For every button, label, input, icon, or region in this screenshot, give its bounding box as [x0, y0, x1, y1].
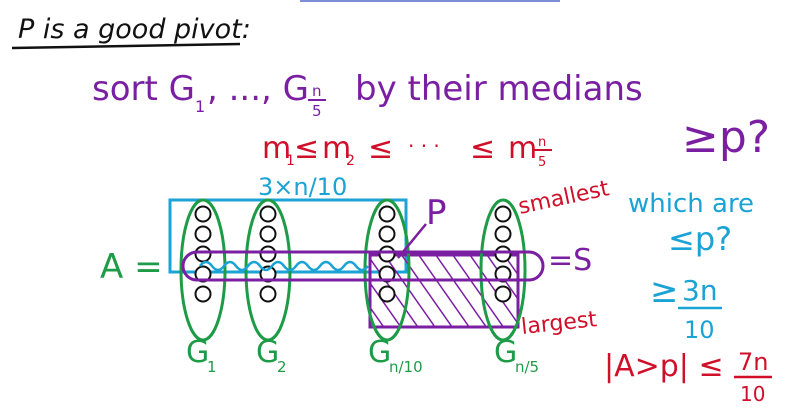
geq-num: 3n — [682, 274, 718, 307]
pivot-arrow — [397, 223, 427, 259]
set-label: =S — [548, 243, 592, 278]
group-element — [378, 225, 396, 243]
question-geq-p: ≥p? — [682, 112, 770, 163]
geq-fraction: ≥ 3n 10 — [650, 271, 722, 344]
sort-prefix: sort G — [92, 69, 195, 109]
sort-suffix: by their medians — [355, 69, 643, 109]
median-element — [194, 245, 212, 263]
median-leq-2: ≤ — [368, 131, 393, 166]
median-sub1: 1 — [286, 153, 295, 169]
group-element — [494, 205, 512, 223]
median-squiggle — [199, 260, 369, 272]
smallest-label: smallest — [516, 176, 612, 220]
sort-middle: , ..., G — [207, 69, 309, 109]
group-element — [378, 205, 396, 223]
median-last-den: 5 — [538, 155, 546, 170]
median-dots: · · · — [408, 134, 440, 158]
sort-sub1: 1 — [195, 97, 205, 116]
group-label-4: G — [494, 335, 517, 370]
geq-den: 10 — [684, 316, 715, 344]
median-chain: m 1 ≤ m 2 ≤ · · · ≤ m n 5 — [262, 131, 552, 170]
median-element — [259, 245, 277, 263]
array-label: A = — [100, 247, 163, 287]
median-element — [494, 245, 512, 263]
median-last-num: n — [538, 135, 546, 150]
geq-symbol: ≥ — [650, 271, 679, 311]
sort-sub-den: 5 — [312, 102, 322, 120]
groups — [179, 198, 527, 342]
group-element — [194, 225, 212, 243]
largest-label: largest — [520, 307, 598, 340]
group-ellipse-4 — [479, 198, 527, 342]
group-label-3-sub: n/10 — [389, 358, 423, 376]
group-label-2: G — [256, 335, 279, 370]
group-element — [378, 285, 396, 303]
group-element — [259, 225, 277, 243]
group-ellipse-1 — [179, 198, 227, 342]
median-element — [378, 245, 396, 263]
leq-p-question: ≤p? — [668, 220, 732, 258]
count-label: 3×n/10 — [258, 173, 347, 201]
sort-line: sort G 1 , ..., G n 5 by their medians — [92, 69, 643, 120]
bound-den: 10 — [740, 382, 765, 406]
bound-num: 7n — [738, 348, 768, 376]
group-element — [494, 285, 512, 303]
median-sub2: 2 — [346, 153, 355, 169]
heading: P is a good pivot: — [18, 14, 251, 45]
group-element — [259, 285, 277, 303]
median-row-band — [181, 250, 545, 282]
median-leq-1: ≤ — [294, 131, 319, 166]
pivot-label: P — [426, 193, 447, 233]
bound-text: |A>p| ≤ — [604, 349, 724, 384]
group-label-1-sub: 1 — [207, 358, 217, 376]
sort-sub-num: n — [312, 82, 322, 100]
median-m2: m — [322, 131, 351, 166]
group-element — [259, 205, 277, 223]
group-element — [194, 205, 212, 223]
group-label-2-sub: 2 — [277, 358, 287, 376]
median-mlast: m — [508, 131, 537, 166]
group-label-4-sub: n/5 — [515, 358, 539, 376]
median-m1: m — [262, 131, 291, 166]
which-are: which are — [628, 189, 754, 219]
group-label-3: G — [368, 335, 391, 370]
group-labels: G 1 G 2 G n/10 G n/5 — [186, 335, 539, 376]
group-element — [194, 285, 212, 303]
bound-expression: |A>p| ≤ 7n 10 — [604, 348, 772, 406]
group-label-1: G — [186, 335, 209, 370]
median-leq-3: ≤ — [470, 131, 495, 166]
heading-underline — [11, 42, 241, 50]
group-element — [494, 225, 512, 243]
